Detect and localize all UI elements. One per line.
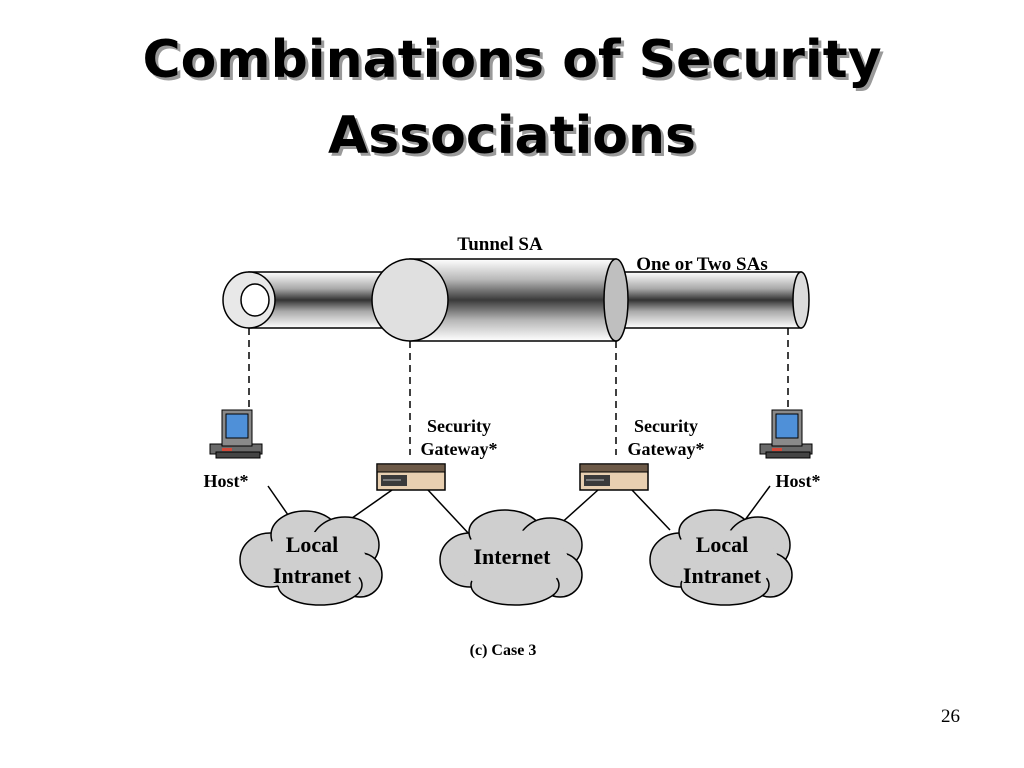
right-cloud-icon [649, 509, 793, 606]
center-cloud-label: Internet [474, 544, 552, 569]
right-host-label: Host* [776, 471, 821, 491]
right-host-computer-icon [759, 409, 813, 459]
right-cloud-label-line-1: Local [696, 532, 749, 557]
tunnel-sa-label: Tunnel SA [457, 234, 543, 255]
left-security-gateway-icon [376, 463, 446, 491]
slide-title-line-1: Combinations of Security [142, 30, 882, 90]
one-or-two-sas-label: One or Two SAs [636, 254, 767, 275]
slide-title: Combinations of Security Associations [0, 22, 1024, 174]
tunnel-pipe-icon [222, 258, 810, 342]
diagram-caption: (c) Case 3 [470, 642, 537, 659]
slide-title-line-2: Associations [328, 106, 696, 166]
left-cloud-label-line-2: Intranet [273, 563, 352, 588]
center-cloud-icon [439, 509, 583, 606]
left-cloud-label-line-1: Local [286, 532, 339, 557]
sa-endpoint-dashes [248, 328, 789, 455]
left-host-computer-icon [209, 409, 263, 459]
left-gateway-label-line-2: Gateway* [421, 439, 498, 459]
right-gateway-label-line-2: Gateway* [628, 439, 705, 459]
right-gateway-label-line-1: Security [634, 416, 698, 436]
left-cloud-icon [239, 510, 383, 606]
right-cloud-label-line-2: Intranet [683, 563, 762, 588]
right-security-gateway-icon [579, 463, 649, 491]
left-host-label: Host* [204, 471, 249, 491]
left-gateway-label-line-1: Security [427, 416, 491, 436]
page-number: 26 [941, 706, 960, 727]
